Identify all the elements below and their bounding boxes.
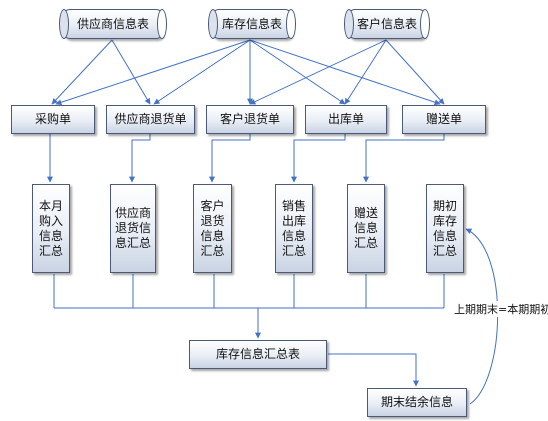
supplier-return-label: 供应商退货单 — [114, 112, 187, 126]
customer-return-summary-box: 客户 退货 信息 汇总 — [193, 184, 232, 273]
gift-summary-label: 赠送 信息 汇总 — [353, 206, 378, 250]
ending-balance-label: 期末结余信息 — [380, 395, 453, 409]
inventory-info-table: 库存信息表 — [208, 9, 296, 39]
supplier-return-box: 供应商退货单 — [106, 105, 195, 134]
supplier-info-table: 供应商信息表 — [59, 9, 167, 39]
opening-inventory-summary-label: 期初 库存 信息 汇总 — [432, 198, 457, 258]
customer-return-box: 客户退货单 — [206, 105, 294, 134]
opening-inventory-summary-box: 期初 库存 信息 汇总 — [426, 184, 464, 273]
sales-outbound-summary-label: 销售 出库 信息 汇总 — [281, 198, 306, 258]
supplier-return-summary-box: 供应商 退货信 息汇总 — [110, 184, 156, 273]
inventory-summary-table-box: 库存信息汇总表 — [189, 340, 327, 369]
gift-order-box: 赠送单 — [402, 105, 486, 134]
period-carryover-label: 上期期末=本期期初 — [453, 301, 548, 317]
ending-balance-box: 期末结余信息 — [367, 388, 467, 417]
purchase-order-box: 采购单 — [11, 105, 95, 134]
gift-order-label: 赠送单 — [425, 112, 462, 126]
customer-info-table: 客户信息表 — [344, 9, 430, 39]
supplier-return-summary-label: 供应商 退货信 息汇总 — [114, 206, 151, 250]
customer-return-summary-label: 客户 退货 信息 汇总 — [200, 198, 225, 258]
customer-return-label: 客户退货单 — [219, 112, 280, 126]
gift-summary-box: 赠送 信息 汇总 — [347, 184, 385, 273]
inventory-info-table-label: 库存信息表 — [221, 16, 282, 31]
monthly-purchase-summary-label: 本月 购入 信息 汇总 — [38, 198, 63, 258]
sales-outbound-summary-box: 销售 出库 信息 汇总 — [275, 184, 313, 273]
supplier-info-table-label: 供应商信息表 — [76, 16, 149, 31]
monthly-purchase-summary-box: 本月 购入 信息 汇总 — [32, 184, 70, 273]
outbound-order-label: 出库单 — [327, 112, 364, 126]
outbound-order-box: 出库单 — [305, 105, 387, 134]
purchase-order-label: 采购单 — [34, 112, 71, 126]
customer-info-table-label: 客户信息表 — [356, 16, 417, 31]
inventory-summary-table-label: 库存信息汇总表 — [215, 347, 300, 361]
